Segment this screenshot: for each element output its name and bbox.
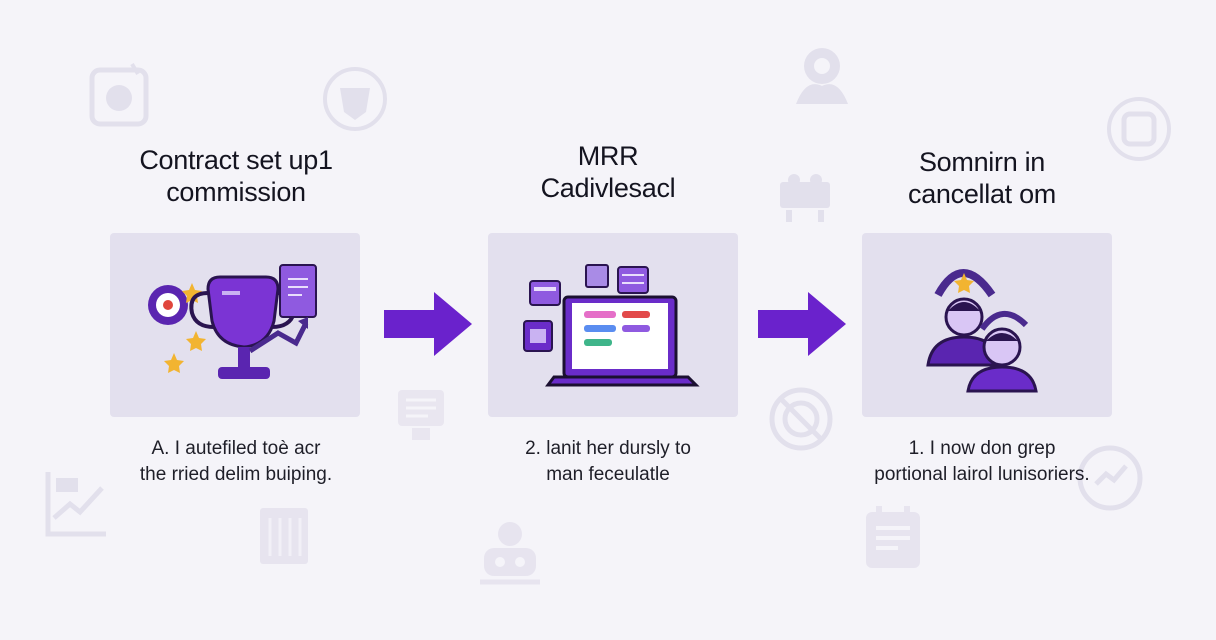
step-3-caption-line-1: 1. I now don grep [908,438,1056,459]
step-2-caption: 2. lanit her dursly to man feceulatle [458,436,758,488]
target-icon [769,387,833,451]
camera-icon [89,62,149,127]
building-icon [260,508,308,564]
step-3-card [862,233,1112,417]
step-2-title-line-1: MRR [577,141,639,171]
support-icon [1107,97,1171,161]
step-1-card [110,233,360,417]
step-3-title: Somnirn in cancellat om [832,146,1132,210]
growth-chart-icon [45,472,106,537]
step-1-title-line-2: commission [166,177,306,207]
step-2-title-line-2: Cadivlesacl [540,173,676,203]
step-1-title: Contract set up1 commission [86,144,386,208]
team-icon [780,174,830,222]
people-icon [926,269,1038,393]
laptop-dashboard-icon [523,264,700,387]
right-arrow-icon [758,292,846,356]
trophy-icon [148,264,317,379]
step-1-caption: A. I autefiled toè acr the rried delim b… [86,436,386,488]
step-2-caption-line-2: man feceulatle [546,464,670,485]
step-2-title: MRR Cadivlesacl [458,140,758,204]
calendar-icon [866,506,920,568]
step-1-caption-line-2: the rried delim buiping. [139,464,333,485]
rocket-icon [796,48,848,104]
step-1-title-line-1: Contract set up1 [139,145,333,175]
chart-circle-icon [1077,445,1143,511]
right-arrow-icon [384,292,472,356]
step-3-caption: 1. I now don grep portional lairol lunis… [832,436,1132,488]
step-3-title-line-1: Somnirn in [918,147,1046,177]
step-3-caption-line-2: portional lairol lunisoriers. [874,464,1090,485]
robot-icon [480,522,540,585]
document-icon [398,390,444,440]
step-3-title-line-2: cancellat om [908,179,1056,209]
step-2-caption-line-1: 2. lanit her dursly to [525,438,691,459]
step-2-card [488,233,738,417]
step-1-caption-line-1: A. I autefiled toè acr [151,438,321,459]
shield-icon [323,67,387,131]
